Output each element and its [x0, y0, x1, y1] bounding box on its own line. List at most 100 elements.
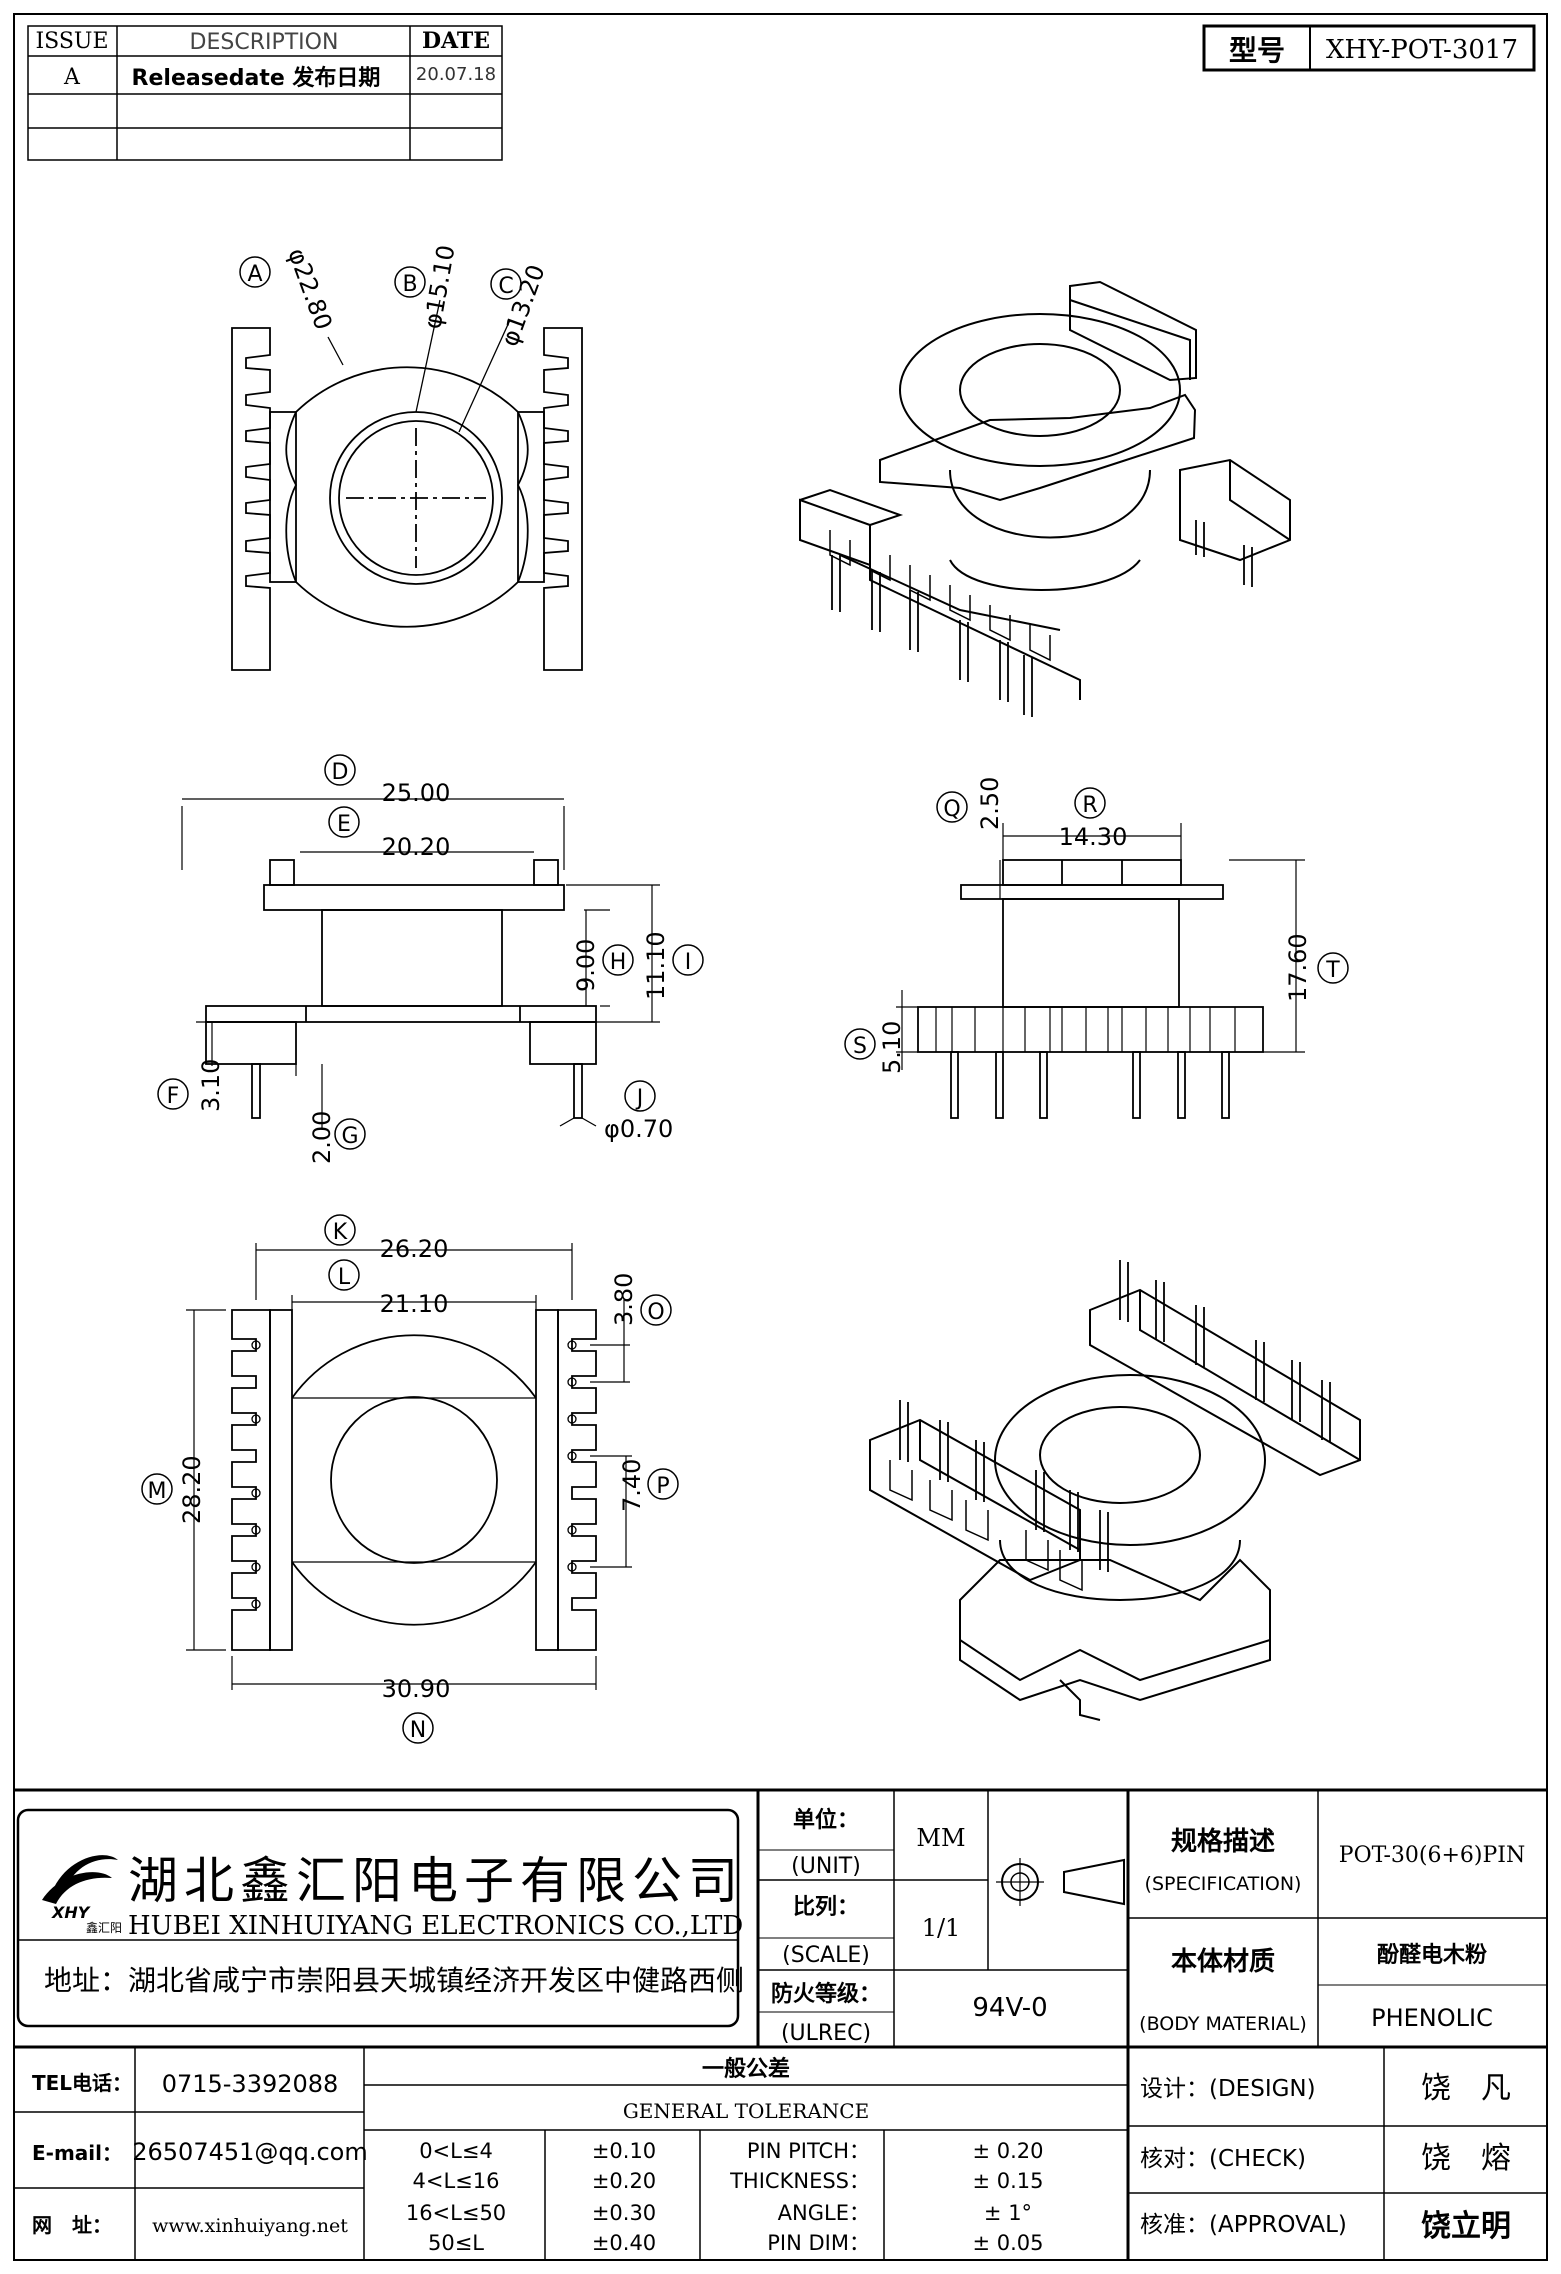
tol-range-2: 4<L≤16	[413, 2169, 500, 2193]
front-view	[181, 798, 660, 1130]
address-label: 地址：	[44, 1964, 128, 1997]
contact-block: TEL电话： 0715-3392088 E-mail： 26507451@qq.…	[32, 2070, 368, 2237]
tol-value-1: ±0.10	[592, 2139, 656, 2163]
balloon-D-letter: D	[332, 760, 349, 785]
dim-N-value: 30.90	[382, 1675, 451, 1703]
tol-item-1: PIN PITCH：	[747, 2139, 870, 2163]
model-box: 型号 XHY-POT-3017	[1202, 24, 1536, 72]
tel-label: TEL电话：	[32, 2071, 132, 2095]
material-label-cn: 本体材质	[1171, 1947, 1275, 1977]
scale-value: 1/1	[922, 1914, 961, 1942]
balloon-T: T	[1317, 952, 1349, 984]
tol-value-3: ±0.30	[592, 2201, 656, 2225]
tol-item-value-3: ± 1°	[984, 2201, 1032, 2225]
spec-label-en: (SPECIFICATION)	[1145, 1873, 1302, 1895]
balloon-I: I	[672, 944, 704, 976]
specs-block: 单位： (UNIT) MM 比列： (SCALE) 1/1 防火等级： (ULR…	[771, 1807, 1525, 2046]
balloon-G: G	[334, 1118, 366, 1150]
dim-D-value: 25.00	[382, 779, 451, 807]
balloon-P: P	[647, 1468, 679, 1500]
rev-header-description: DESCRIPTION	[190, 30, 339, 55]
balloon-L: L	[328, 1259, 360, 1291]
tel-value: 0715-3392088	[162, 2070, 339, 2098]
isometric-view-top	[799, 280, 1291, 717]
balloon-S: S	[844, 1028, 876, 1060]
balloon-N: N	[402, 1712, 434, 1744]
web-label: 网 址：	[32, 2213, 112, 2237]
balloon-K: K	[324, 1214, 356, 1246]
tolerance-title-cn: 一般公差	[702, 2056, 790, 2082]
material-label-en: (BODY MATERIAL)	[1139, 2013, 1307, 2035]
balloon-K-letter: K	[333, 1220, 348, 1245]
material-value-cn: 酚醛电木粉	[1377, 1943, 1487, 1968]
material-value-en: PHENOLIC	[1371, 2004, 1493, 2032]
approval-label: 核准：(APPROVAL)	[1140, 2212, 1347, 2238]
check-label: 核对：(CHECK)	[1140, 2146, 1306, 2172]
tol-range-3: 16<L≤50	[406, 2201, 506, 2225]
balloon-Q: Q	[936, 791, 968, 823]
email-label: E-mail：	[32, 2141, 122, 2165]
dim-F-value: 3.10	[197, 1059, 225, 1112]
balloon-C-letter: C	[498, 274, 513, 299]
company-block: XHY 鑫汇阳 湖北鑫汇阳电子有限公司 HUBEI XINHUIYANG ELE…	[42, 1852, 744, 1997]
side-view	[896, 823, 1305, 1119]
dim-O-value: 3.80	[610, 1273, 638, 1326]
balloon-A: A	[239, 256, 271, 288]
balloon-E: E	[328, 806, 360, 838]
spec-value: POT-30(6+6)PIN	[1339, 1843, 1525, 1868]
balloon-N-letter: N	[410, 1718, 426, 1743]
unit-label-cn: 单位：	[793, 1807, 859, 1833]
signoff-block: 设计：(DESIGN) 饶 凡 核对：(CHECK) 饶 熔 核准：(APPRO…	[1140, 2071, 1511, 2244]
logo-subtext: 鑫汇阳	[86, 1920, 122, 1935]
balloon-I-letter: I	[685, 950, 692, 975]
title-block	[14, 1788, 1547, 2260]
dim-A-value: φ22.80	[282, 244, 337, 333]
balloon-A-letter: A	[247, 262, 262, 287]
rev-header-issue: ISSUE	[35, 29, 108, 54]
balloon-Q-letter: Q	[943, 797, 960, 822]
dimension-labels: A B C D E F G H I J K L M N O P Q R S T …	[141, 243, 1349, 1744]
company-name-en: HUBEI XINHUIYANG ELECTRONICS CO.,LTD	[128, 1911, 743, 1941]
balloon-B: B	[394, 266, 426, 298]
balloon-M-letter: M	[148, 1479, 167, 1504]
balloon-P-letter: P	[656, 1474, 669, 1499]
dim-K-value: 26.20	[380, 1235, 449, 1263]
balloon-H: H	[602, 944, 634, 976]
revision-table	[27, 25, 503, 161]
balloon-M: M	[141, 1473, 173, 1505]
dim-M-value: 28.20	[178, 1455, 206, 1524]
dim-E-value: 20.20	[382, 833, 451, 861]
dim-R-value: 14.30	[1059, 823, 1128, 851]
ulrec-label-cn: 防火等级：	[771, 1981, 881, 2007]
sheet-border	[13, 13, 1548, 2261]
tol-item-4: PIN DIM：	[767, 2231, 870, 2255]
balloon-O: O	[640, 1294, 672, 1326]
balloon-F-letter: F	[167, 1084, 180, 1109]
dim-L-value: 21.10	[380, 1290, 449, 1318]
logo-text: XHY	[51, 1903, 91, 1922]
dim-J-value: φ0.70	[604, 1115, 673, 1143]
ulrec-label-en: (ULREC)	[781, 2021, 871, 2046]
address-value: 湖北省咸宁市崇阳县天城镇经济开发区中健路西侧	[128, 1964, 744, 1997]
balloon-C: C	[490, 268, 522, 300]
dim-P-value: 7.40	[618, 1459, 646, 1512]
bottom-view	[186, 1243, 632, 1690]
tol-range-1: 0<L≤4	[419, 2139, 493, 2163]
dim-I-value: 11.10	[642, 931, 670, 1000]
company-logo: XHY 鑫汇阳	[42, 1855, 122, 1935]
unit-value: MM	[916, 1824, 965, 1852]
dim-Q-value: 2.50	[976, 777, 1004, 830]
isometric-view-bottom	[869, 1260, 1361, 1721]
design-name: 饶 凡	[1421, 2071, 1511, 2106]
balloon-J-letter: J	[635, 1086, 644, 1111]
tol-range-4: 50≤L	[428, 2231, 484, 2255]
model-label: 型号	[1229, 34, 1285, 67]
balloon-R: R	[1074, 787, 1106, 819]
check-name: 饶 熔	[1421, 2141, 1511, 2176]
unit-label-en: (UNIT)	[791, 1854, 861, 1879]
tolerance-block: 一般公差 GENERAL TOLERANCE 0<L≤4 4<L≤16 16<L…	[406, 2056, 1044, 2255]
balloon-S-letter: S	[853, 1034, 867, 1059]
balloon-B-letter: B	[402, 272, 417, 297]
rev-issue-cell: A	[63, 65, 81, 90]
